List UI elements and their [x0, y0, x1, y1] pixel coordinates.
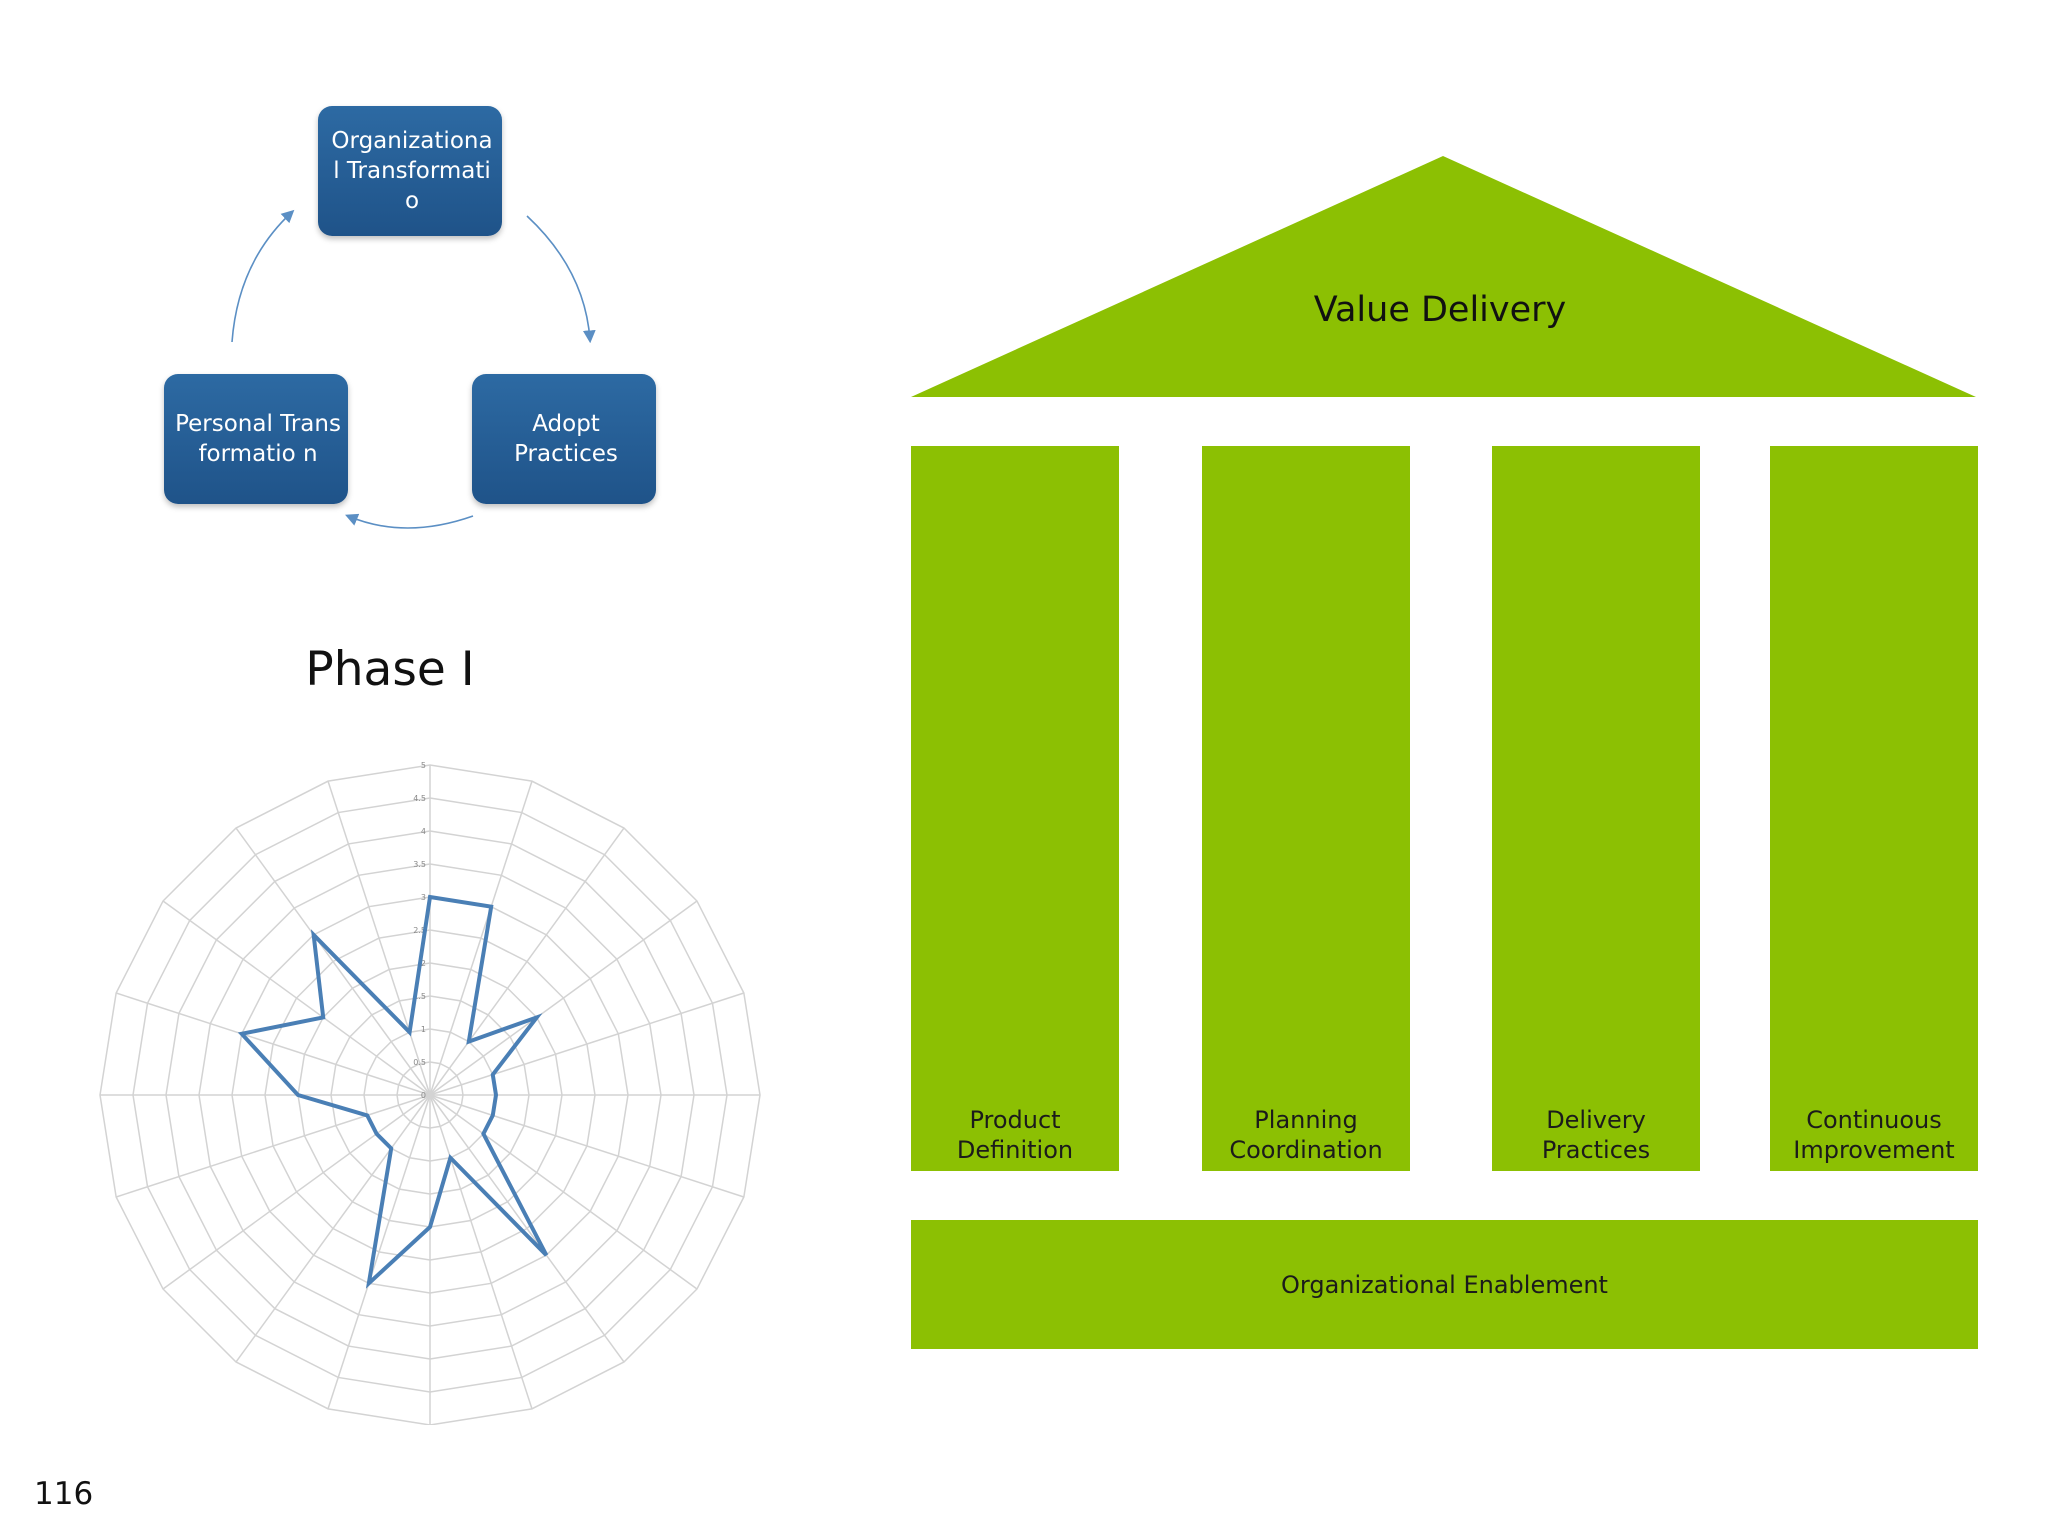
radar-tick-label: 1 [421, 1025, 426, 1034]
radar-spoke [429, 1094, 745, 1198]
arrow-adopt-to-personal [345, 513, 474, 529]
roof-label: Value Delivery [1313, 290, 1567, 330]
radar-spoke [327, 780, 431, 1096]
pillar-product-definition: Product Definition [911, 446, 1119, 1171]
radar-grid-ring [99, 764, 761, 1425]
radar-tick-label: 2.5 [413, 926, 426, 935]
radar-spoke [162, 1094, 431, 1290]
temple-roof [911, 156, 1976, 397]
arrow-org-to-adopt [526, 215, 596, 344]
arrow-personal-to-org [231, 209, 295, 343]
radar-tick-label: 4 [421, 827, 426, 836]
pillar-label: Delivery Practices [1541, 1106, 1651, 1164]
radar-spoke [115, 1094, 431, 1198]
radar-spoke [115, 992, 431, 1096]
radar-spoke [162, 900, 431, 1096]
cycle-node-adopt-practices: Adopt Practices [472, 374, 656, 504]
roof-triangle [911, 156, 1976, 397]
cycle-node-personal-transformation: Personal Transformatio n [164, 374, 348, 504]
cycle-node-organizational-transformation: Organizationa l Transformatio [318, 106, 502, 236]
cycle-node-label: Personal Transformatio n [175, 411, 341, 467]
radar-spoke [429, 992, 745, 1096]
radar-spoke [327, 1094, 431, 1410]
radar-spoke [429, 1094, 698, 1290]
radar-tick-label: 1.5 [413, 992, 426, 1001]
pillar-label: Planning Coordination [1229, 1106, 1383, 1164]
radar-spoke [235, 1094, 431, 1363]
pillar-delivery-practices: Delivery Practices [1492, 446, 1700, 1171]
radar-tick-label: 0.5 [413, 1058, 426, 1067]
cycle-node-label: Adopt Practices [514, 411, 618, 467]
radar-series-line [237, 894, 549, 1289]
radar-spoke [429, 900, 698, 1096]
pillar-label: Product Definition [956, 1106, 1074, 1164]
radar-tick-label: 5 [421, 761, 426, 770]
radar-tick-label: 3.5 [413, 860, 426, 869]
phase-title: Phase I [305, 642, 475, 697]
radar-spoke [429, 827, 625, 1096]
radar-spoke [429, 780, 533, 1096]
page-number: 116 [34, 1476, 94, 1512]
radar-spoke [235, 827, 431, 1096]
radar-tick-label: 0 [421, 1091, 426, 1100]
radar-spoke [429, 1094, 533, 1410]
cycle-node-label: Organizationa l Transformatio [331, 128, 493, 214]
pillar-continuous-improvement: Continuous Improvement [1770, 446, 1978, 1171]
pillar-label: Continuous Improvement [1793, 1106, 1955, 1164]
pillar-planning-coordination: Planning Coordination [1202, 446, 1410, 1171]
radar-tick-label: 2 [421, 959, 426, 968]
foundation-organizational-enablement: Organizational Enablement [911, 1220, 1978, 1349]
radar-tick-label: 4.5 [413, 794, 426, 803]
radar-tick-label: 3 [421, 893, 426, 902]
radar-chart: 0 0.5 1 1.5 2 2.5 3 3.5 4 4.5 5 [99, 761, 761, 1425]
cycle-arrows [231, 209, 596, 529]
radar-spoke [429, 1094, 625, 1363]
